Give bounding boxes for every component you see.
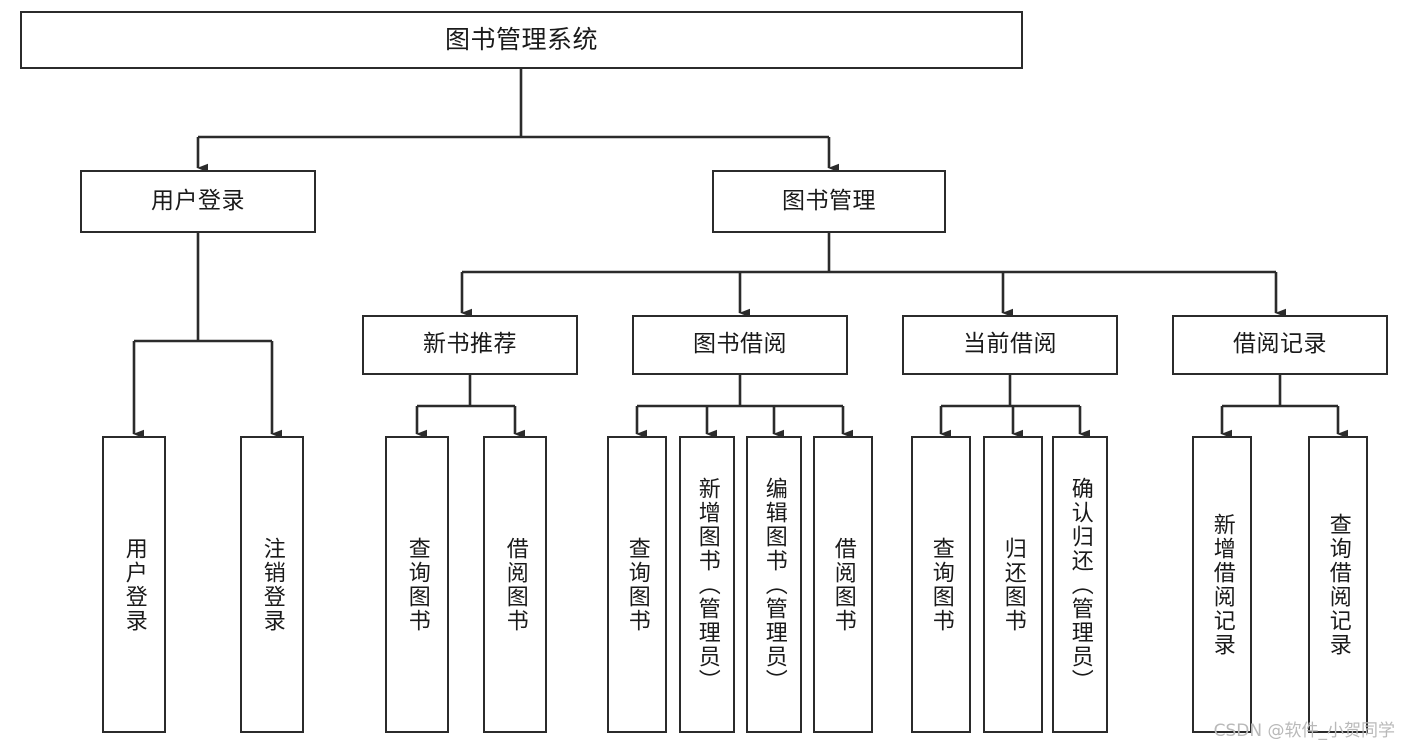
node-label: 查询图书	[928, 536, 954, 633]
node-label: 归还图书	[1000, 536, 1026, 633]
node-leaf-borrow-book[interactable]: 借阅图书	[813, 436, 873, 733]
node-leaf-user-login[interactable]: 用户登录	[102, 436, 166, 733]
node-borrow-record[interactable]: 借阅记录	[1172, 315, 1388, 375]
node-label: 查询借阅记录	[1325, 512, 1351, 657]
node-label: 借阅图书	[830, 536, 856, 633]
node-label: 图书借阅	[693, 331, 787, 358]
node-label: 确认归还（管理员）	[1067, 476, 1093, 693]
node-label: 图书管理系统	[444, 25, 598, 54]
node-label: 借阅图书	[502, 536, 528, 633]
node-leaf-add-borrow-record[interactable]: 新增借阅记录	[1192, 436, 1252, 733]
watermark-label: CSDN @软件_小贺同学	[1213, 721, 1395, 741]
node-leaf-return-book[interactable]: 归还图书	[983, 436, 1043, 733]
node-leaf-query-borrow-record[interactable]: 查询借阅记录	[1308, 436, 1368, 733]
node-root-system[interactable]: 图书管理系统	[20, 11, 1023, 69]
node-label: 用户登录	[151, 187, 245, 214]
node-label: 新书推荐	[423, 331, 517, 358]
node-leaf-query-book-rec[interactable]: 查询图书	[385, 436, 449, 733]
node-leaf-logout-login[interactable]: 注销登录	[240, 436, 304, 733]
node-user-login[interactable]: 用户登录	[80, 170, 316, 233]
node-label: 当前借阅	[963, 331, 1057, 358]
node-leaf-query-book-current[interactable]: 查询图书	[911, 436, 971, 733]
node-leaf-query-book-borrow[interactable]: 查询图书	[607, 436, 667, 733]
node-current-borrow[interactable]: 当前借阅	[902, 315, 1118, 375]
node-label: 注销登录	[259, 536, 285, 633]
node-label: 查询图书	[624, 536, 650, 633]
node-label: 借阅记录	[1233, 331, 1327, 358]
node-label: 新增借阅记录	[1209, 512, 1235, 657]
connector-lines	[132, 69, 1348, 439]
node-leaf-edit-book-admin[interactable]: 编辑图书（管理员）	[746, 436, 802, 733]
node-label: 图书管理	[782, 187, 876, 214]
node-leaf-add-book-admin[interactable]: 新增图书（管理员）	[679, 436, 735, 733]
node-new-book-recommend[interactable]: 新书推荐	[362, 315, 578, 375]
node-leaf-borrow-book-rec[interactable]: 借阅图书	[483, 436, 547, 733]
node-label: 编辑图书（管理员）	[761, 476, 787, 693]
node-label: 新增图书（管理员）	[694, 476, 720, 693]
node-book-management[interactable]: 图书管理	[712, 170, 946, 233]
node-label: 用户登录	[121, 536, 147, 633]
node-label: 查询图书	[404, 536, 430, 633]
node-leaf-confirm-return-admin[interactable]: 确认归还（管理员）	[1052, 436, 1108, 733]
node-book-borrow[interactable]: 图书借阅	[632, 315, 848, 375]
